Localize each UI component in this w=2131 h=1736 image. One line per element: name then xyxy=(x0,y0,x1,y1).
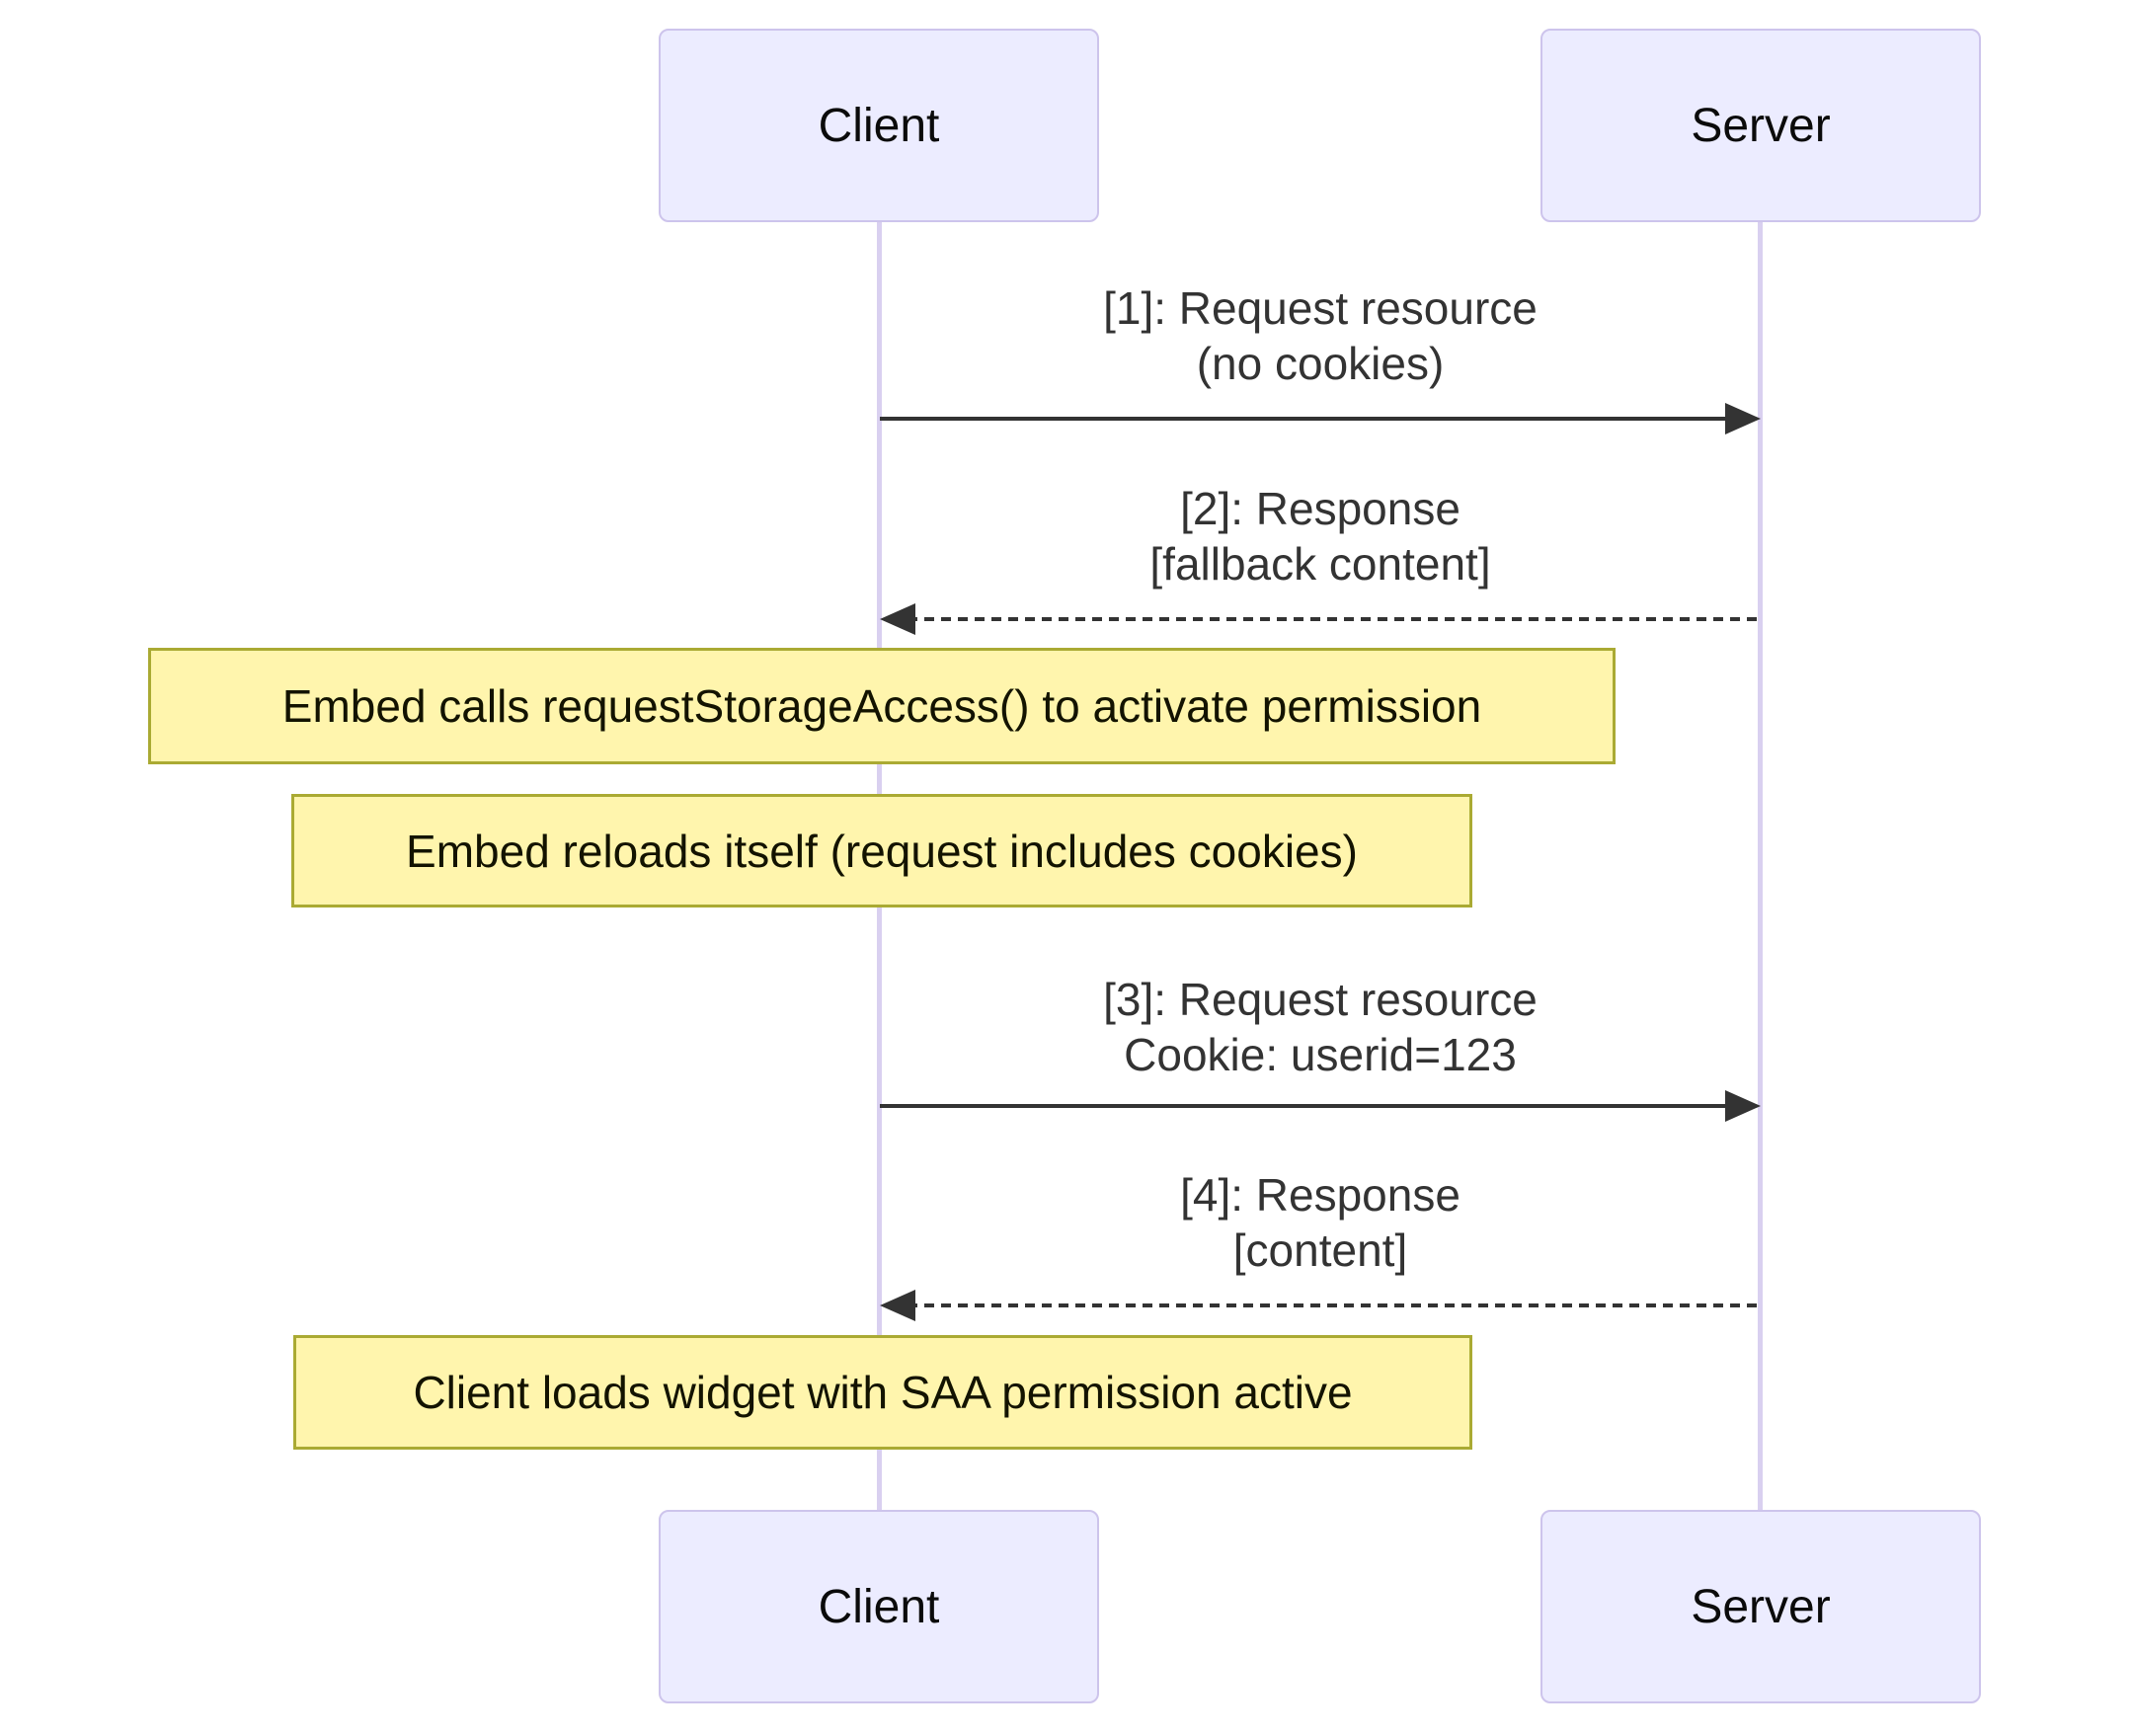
actor-server-top-box: Server xyxy=(1540,29,1981,222)
message-4-line-2: [content] xyxy=(1232,1224,1408,1276)
arrow-shaft xyxy=(880,417,1733,421)
message-2-arrow xyxy=(880,603,1761,635)
message-3-arrow xyxy=(880,1090,1761,1122)
actor-client-bottom-box: Client xyxy=(659,1510,1099,1703)
arrowhead-right-icon xyxy=(1725,403,1761,434)
arrowhead-left-icon xyxy=(880,603,915,635)
note-3: Client loads widget with SAA permission … xyxy=(293,1335,1472,1450)
actor-server-label: Server xyxy=(1691,99,1831,152)
message-2-line-2: [fallback content] xyxy=(1149,538,1491,590)
server-lifeline xyxy=(1758,222,1763,1510)
message-2-text: [2]: Response [fallback content] xyxy=(876,481,1765,592)
message-4-arrow xyxy=(880,1290,1761,1321)
note-2-text: Embed reloads itself (request includes c… xyxy=(406,825,1358,877)
message-2-line-1: [2]: Response xyxy=(1180,483,1460,534)
message-3-line-1: [3]: Request resource xyxy=(1103,974,1538,1025)
actor-server-label: Server xyxy=(1691,1580,1831,1633)
message-1-text: [1]: Request resource (no cookies) xyxy=(876,280,1765,391)
arrowhead-right-icon xyxy=(1725,1090,1761,1122)
arrow-shaft xyxy=(880,1104,1733,1108)
actor-client-label: Client xyxy=(818,1580,940,1633)
arrow-shaft xyxy=(908,1303,1761,1307)
actor-client-label: Client xyxy=(818,99,940,152)
note-1-text: Embed calls requestStorageAccess() to ac… xyxy=(281,680,1482,732)
message-1-line-1: [1]: Request resource xyxy=(1103,282,1538,334)
message-4-text: [4]: Response [content] xyxy=(876,1167,1765,1278)
actor-client-top-box: Client xyxy=(659,29,1099,222)
note-1: Embed calls requestStorageAccess() to ac… xyxy=(148,648,1616,764)
arrow-shaft xyxy=(908,617,1761,621)
message-3-line-2: Cookie: userid=123 xyxy=(1124,1029,1517,1080)
note-2: Embed reloads itself (request includes c… xyxy=(291,794,1472,907)
message-1-arrow xyxy=(880,403,1761,434)
message-1-line-2: (no cookies) xyxy=(1196,338,1445,389)
message-4-line-1: [4]: Response xyxy=(1180,1169,1460,1221)
note-3-text: Client loads widget with SAA permission … xyxy=(413,1367,1353,1418)
message-3-text: [3]: Request resource Cookie: userid=123 xyxy=(876,972,1765,1082)
arrowhead-left-icon xyxy=(880,1290,915,1321)
actor-server-bottom-box: Server xyxy=(1540,1510,1981,1703)
